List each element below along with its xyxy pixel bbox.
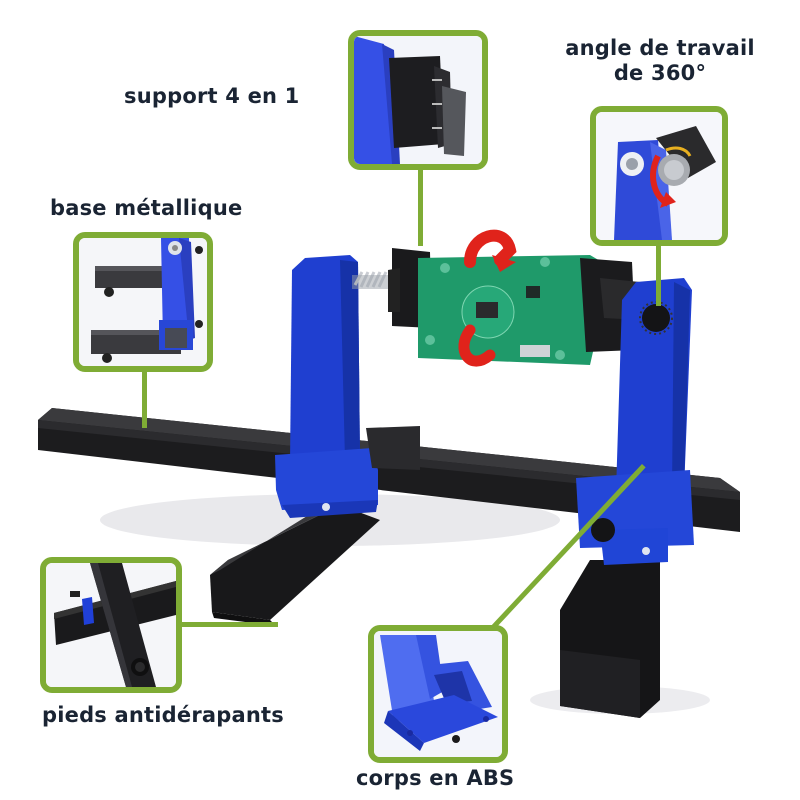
- clamp-jaw-image: [354, 36, 482, 164]
- metal-base-image: [79, 238, 207, 366]
- label-support-4-en-1: support 4 en 1: [124, 84, 300, 108]
- connector-line-base: [142, 366, 147, 428]
- connector-line-angle: [656, 244, 661, 306]
- label-angle-line2: de 360°: [613, 61, 707, 86]
- label-pieds-antiderapants: pieds antidérapants: [42, 703, 284, 727]
- connector-line-support: [418, 168, 423, 246]
- inset-abs-body: [368, 625, 508, 763]
- abs-body-image: [374, 631, 502, 757]
- inset-non-slip-feet: [40, 557, 182, 693]
- rotation-knob-image: [596, 112, 722, 240]
- label-corps-en-abs: corps en ABS: [356, 766, 515, 790]
- inset-clamp-jaw: [348, 30, 488, 170]
- label-angle-line1: angle de travail: [565, 36, 755, 60]
- connector-line-feet: [182, 622, 278, 627]
- inset-metal-base: [73, 232, 213, 372]
- label-angle-360: angle de travail de 360°: [540, 36, 780, 86]
- non-slip-feet-image: [46, 563, 176, 687]
- inset-rotation-knob: [590, 106, 728, 246]
- label-base-metallique: base métallique: [50, 196, 243, 220]
